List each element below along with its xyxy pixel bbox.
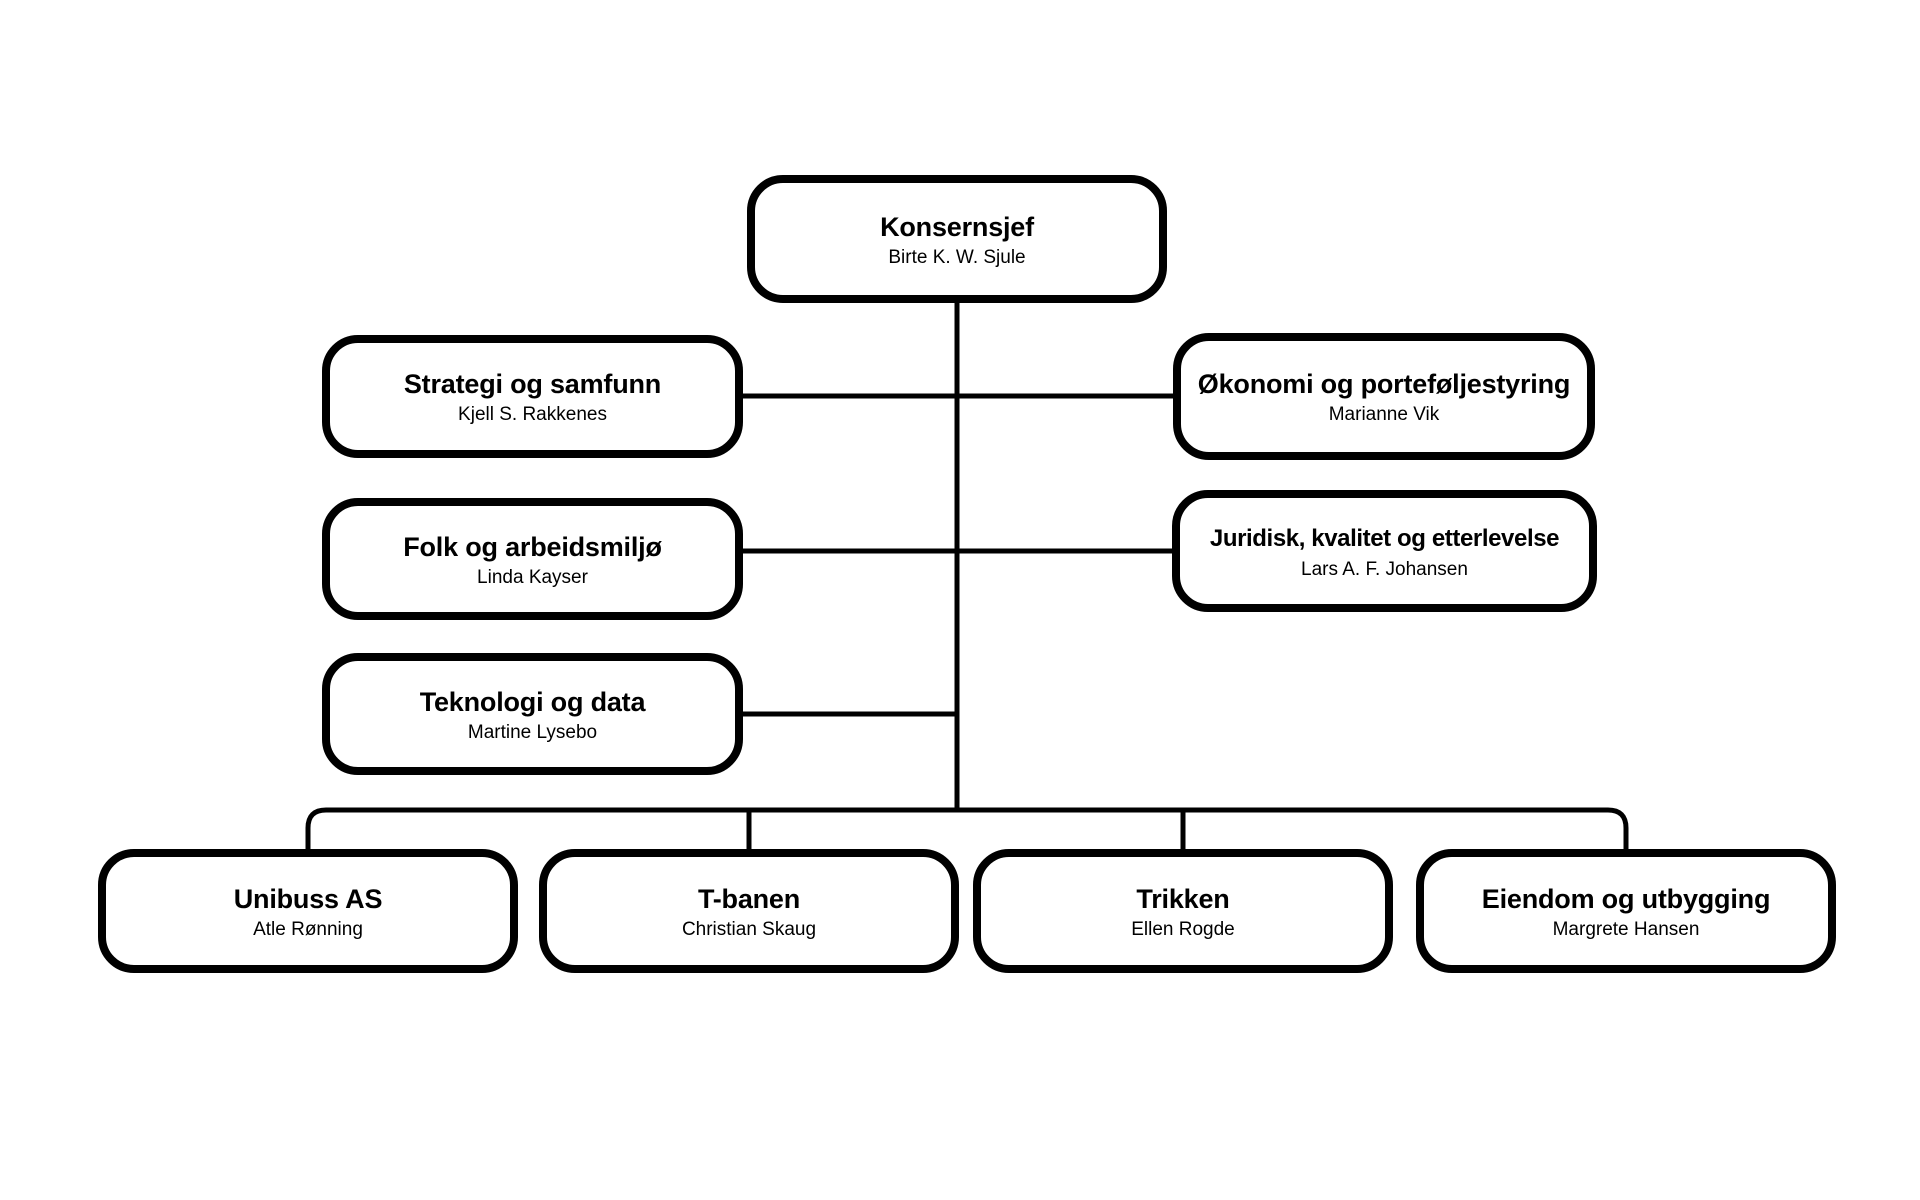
node-person-name: Lars A. F. Johansen (1301, 558, 1468, 580)
org-node-strategi-og-samfunn: Strategi og samfunn Kjell S. Rakkenes (322, 335, 743, 458)
org-node-eiendom-og-utbygging: Eiendom og utbygging Margrete Hansen (1416, 849, 1836, 973)
node-person-name: Kjell S. Rakkenes (458, 404, 607, 425)
node-title: Økonomi og porteføljestyring (1197, 369, 1571, 399)
connector-subsidiaries-bar (305, 807, 1629, 849)
org-node-unibuss-as: Unibuss AS Atle Rønning (98, 849, 518, 973)
node-title: Teknologi og data (419, 686, 646, 717)
org-node-folk-og-arbeidsmiljo: Folk og arbeidsmiljø Linda Kayser (322, 498, 743, 620)
node-title: Strategi og samfunn (403, 369, 662, 399)
org-node-konsernsjef: Konsernsjef Birte K. W. Sjule (747, 175, 1167, 303)
node-title: T-banen (697, 883, 801, 914)
org-node-t-banen: T-banen Christian Skaug (539, 849, 959, 973)
node-title: Trikken (1136, 883, 1230, 914)
node-person-name: Birte K. W. Sjule (888, 246, 1026, 268)
node-title: Folk og arbeidsmiljø (403, 531, 662, 562)
node-person-name: Ellen Rogde (1131, 918, 1235, 940)
node-person-name: Marianne Vik (1328, 404, 1440, 425)
node-person-name: Linda Kayser (477, 566, 588, 588)
org-node-juridisk-kvalitet-og-etterlevelse: Juridisk, kvalitet og etterlevelse Lars … (1172, 490, 1597, 612)
node-person-name: Atle Rønning (253, 918, 363, 940)
org-node-okonomi-og-portefoljestyring: Økonomi og porteføljestyring Marianne Vi… (1173, 333, 1595, 460)
node-person-name: Martine Lysebo (467, 721, 598, 743)
node-title: Unibuss AS (233, 883, 383, 914)
node-title: Konsernsjef (880, 211, 1034, 242)
node-person-name: Margrete Hansen (1552, 918, 1700, 940)
node-title: Juridisk, kvalitet og etterlevelse (1209, 524, 1560, 552)
node-title: Eiendom og utbygging (1481, 883, 1771, 914)
org-node-trikken: Trikken Ellen Rogde (973, 849, 1393, 973)
node-person-name: Christian Skaug (681, 918, 817, 940)
org-node-teknologi-og-data: Teknologi og data Martine Lysebo (322, 653, 743, 775)
